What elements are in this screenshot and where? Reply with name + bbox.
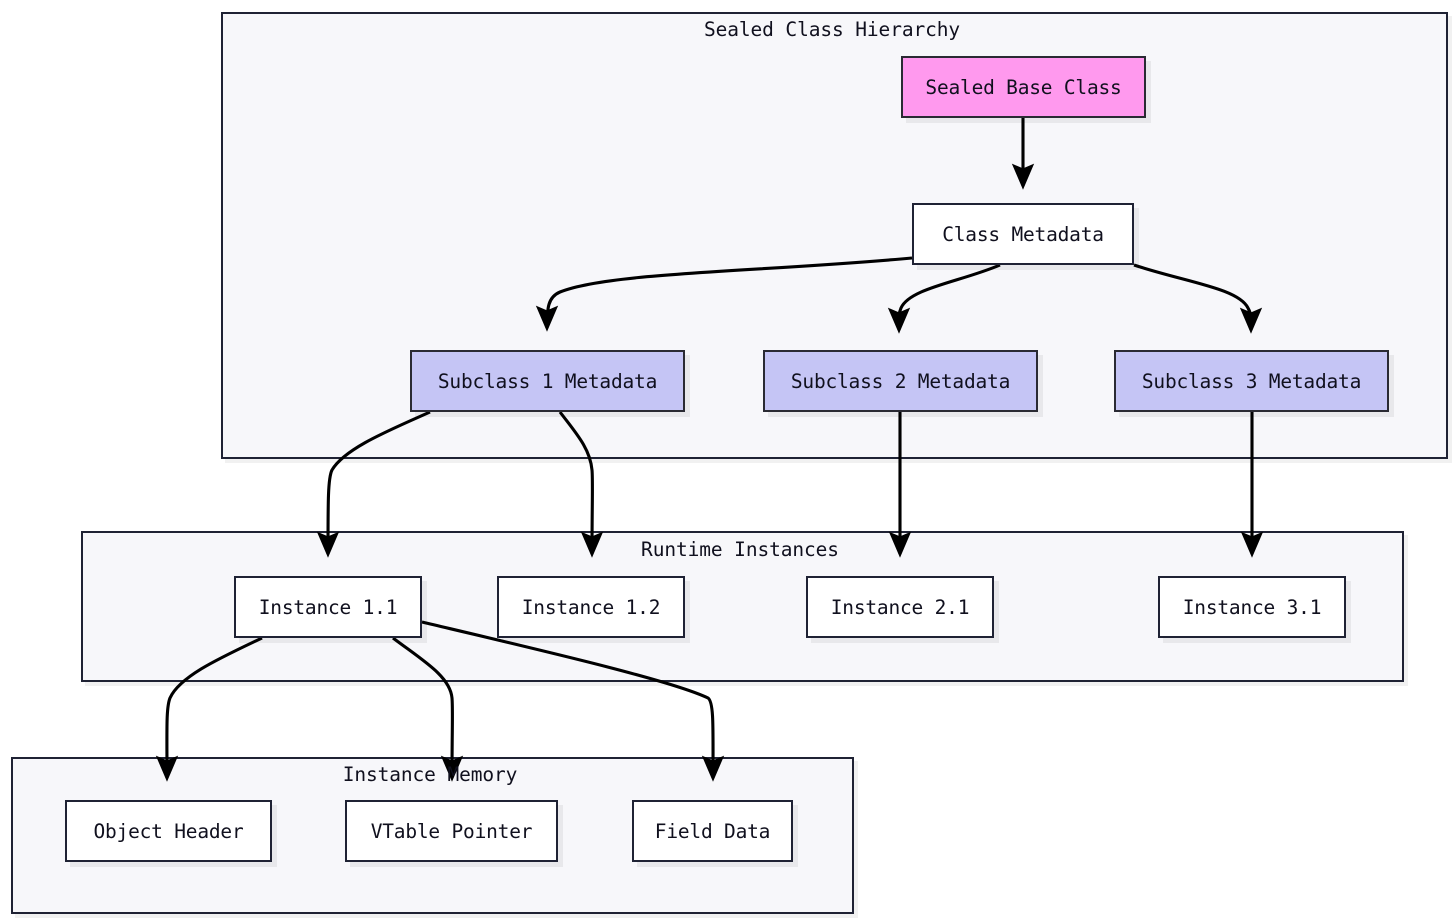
cluster-label-instance-memory: Instance Memory (342, 763, 518, 786)
node-subclass-3-metadata[interactable]: Subclass 3 Metadata (1114, 350, 1389, 412)
node-class-metadata[interactable]: Class Metadata (912, 203, 1134, 265)
node-instance-3-1[interactable]: Instance 3.1 (1158, 576, 1346, 638)
cluster-label-runtime-instances: Runtime Instances (641, 538, 839, 561)
node-subclass-2-metadata[interactable]: Subclass 2 Metadata (763, 350, 1038, 412)
node-instance-2-1[interactable]: Instance 2.1 (806, 576, 994, 638)
node-instance-1-2[interactable]: Instance 1.2 (497, 576, 685, 638)
node-object-header[interactable]: Object Header (65, 800, 272, 862)
node-subclass-1-metadata[interactable]: Subclass 1 Metadata (410, 350, 685, 412)
node-vtable-pointer[interactable]: VTable Pointer (345, 800, 558, 862)
node-sealed-base-class[interactable]: Sealed Base Class (901, 56, 1146, 118)
node-field-data[interactable]: Field Data (632, 800, 793, 862)
node-instance-1-1[interactable]: Instance 1.1 (234, 576, 422, 638)
cluster-label-sealed-class-hierarchy: Sealed Class Hierarchy (703, 18, 961, 41)
